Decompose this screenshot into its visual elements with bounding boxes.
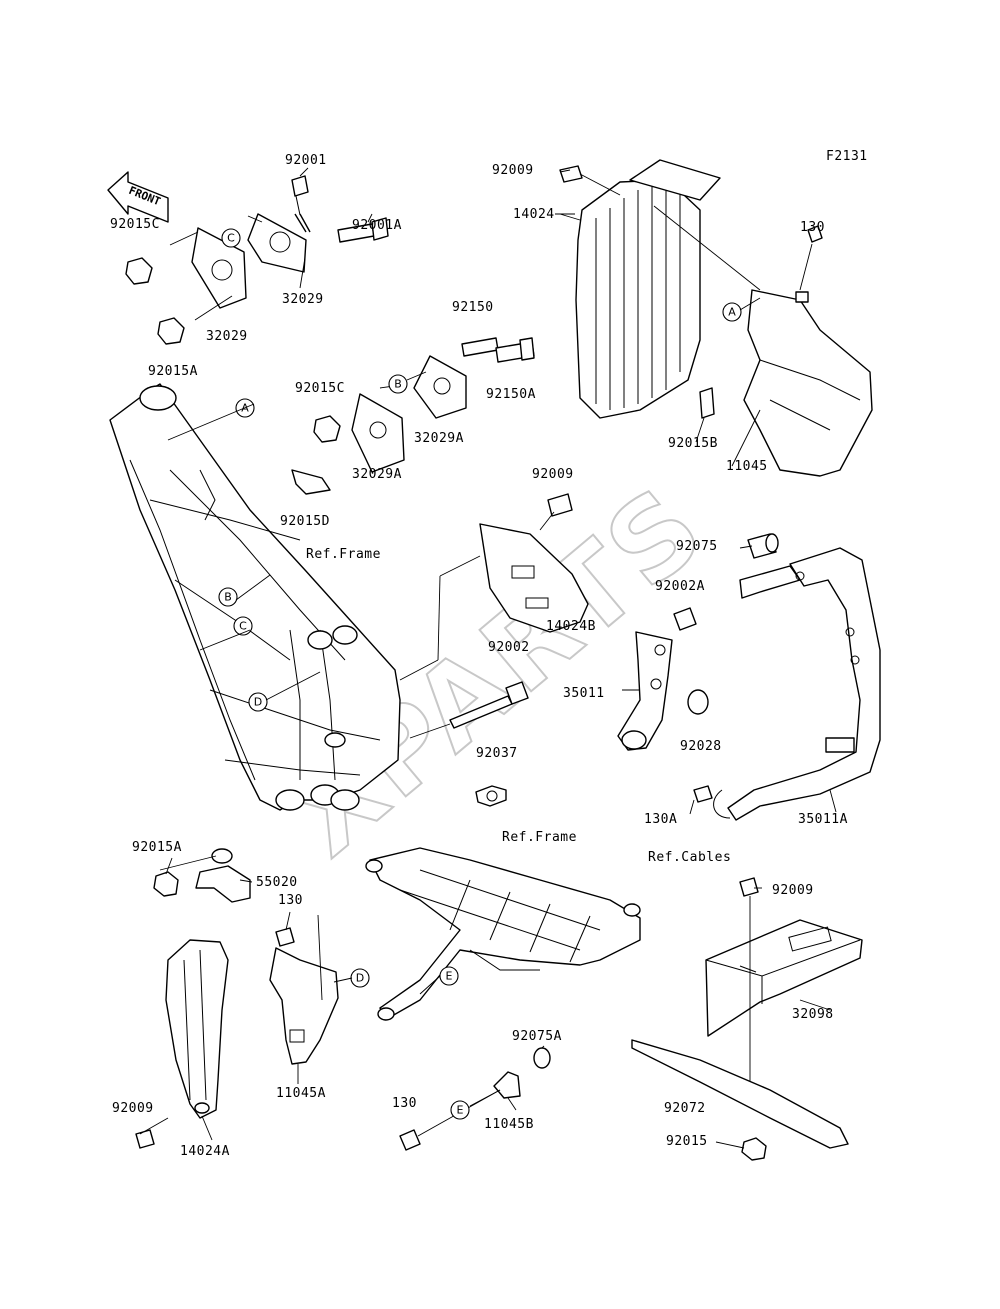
part-label: Ref.Frame [502, 830, 577, 845]
part-label: 92150A [486, 387, 536, 402]
battery-case-32098 [631, 877, 863, 1161]
part-label: 32029 [282, 292, 324, 307]
callout-c: C [233, 616, 253, 636]
part-label: 35011 [563, 686, 605, 701]
part-label: 92015C [110, 217, 160, 232]
part-label: 32029A [414, 431, 464, 446]
callout-d: D [248, 692, 268, 712]
part-label: 92015D [280, 514, 330, 529]
svg-text:C: C [227, 232, 235, 245]
part-label: 32029A [352, 467, 402, 482]
part-label: 92009 [492, 163, 534, 178]
part-label: Ref.Frame [306, 547, 381, 562]
callout-e: E [450, 1100, 470, 1120]
part-label: 32098 [792, 1007, 834, 1022]
svg-text:D: D [254, 696, 262, 709]
part-label: 55020 [256, 875, 298, 890]
bracket-11045A [269, 927, 339, 1065]
part-label: 92075A [512, 1029, 562, 1044]
part-label: 130 [800, 220, 825, 235]
svg-text:B: B [394, 378, 402, 391]
main-frame [109, 383, 401, 811]
part-label: 130A [644, 812, 677, 827]
svg-text:D: D [356, 972, 364, 985]
engine-mount-upper-parts [291, 337, 535, 495]
part-label: 11045A [276, 1086, 326, 1101]
callout-b: B [218, 587, 238, 607]
part-label: 92075 [676, 539, 718, 554]
figure-code: F2131 [826, 149, 868, 164]
part-label: 14024 [513, 207, 555, 222]
radiator-shroud-right [559, 159, 721, 419]
part-label: 35011A [798, 812, 848, 827]
callout-b: B [388, 374, 408, 394]
part-label: 92002 [488, 640, 530, 655]
bracket-11045B [399, 1047, 551, 1151]
part-label: 92009 [772, 883, 814, 898]
part-label: Ref.Cables [648, 850, 731, 865]
callout-a: A [722, 302, 742, 322]
guard-55020 [153, 848, 251, 903]
callout-c: C [221, 228, 241, 248]
part-label: 92150 [452, 300, 494, 315]
svg-text:A: A [728, 306, 736, 319]
engine-mount-front-parts [125, 167, 389, 345]
part-label: 11045 [726, 459, 768, 474]
part-label: 92015A [148, 364, 198, 379]
part-label: 11045B [484, 1117, 534, 1132]
part-label: 92001A [352, 218, 402, 233]
radiator-shroud-left [135, 939, 229, 1149]
part-label: 92009 [532, 467, 574, 482]
part-label: 92009 [112, 1101, 154, 1116]
part-label: 92028 [680, 739, 722, 754]
part-label: 130 [278, 893, 303, 908]
part-label: 92015B [668, 436, 718, 451]
part-label: 92015C [295, 381, 345, 396]
bracket-35011 [617, 607, 709, 751]
part-label: 92072 [664, 1101, 706, 1116]
sub-frame [365, 847, 641, 1021]
part-label: 92015A [132, 840, 182, 855]
part-label: 32029 [206, 329, 248, 344]
clamp-92037 [475, 785, 507, 807]
callout-d: D [350, 968, 370, 988]
step-bracket-35011A [693, 533, 881, 821]
leader-lines [139, 169, 837, 1149]
bracket-11045 [653, 205, 873, 477]
part-label: 14024A [180, 1144, 230, 1159]
part-label: 92001 [285, 153, 327, 168]
svg-text:C: C [239, 620, 247, 633]
callout-letters: A C B A B C D D E E [167, 228, 761, 1120]
part-label: 130 [392, 1096, 417, 1111]
callout-e: E [439, 966, 459, 986]
part-labels: 92001 92001A 92015C 32029 32029 92015A 9… [110, 153, 848, 1159]
bolt-92002 [409, 681, 529, 739]
part-label: 14024B [546, 619, 596, 634]
part-label: 92037 [476, 746, 518, 761]
svg-text:E: E [446, 970, 453, 983]
chain-guard-14024B [399, 493, 589, 681]
svg-text:B: B [224, 591, 232, 604]
svg-text:E: E [457, 1104, 464, 1117]
front-arrow-icon: FRONT [107, 171, 169, 223]
part-label: 92002A [655, 579, 705, 594]
part-label: 92015 [666, 1134, 708, 1149]
